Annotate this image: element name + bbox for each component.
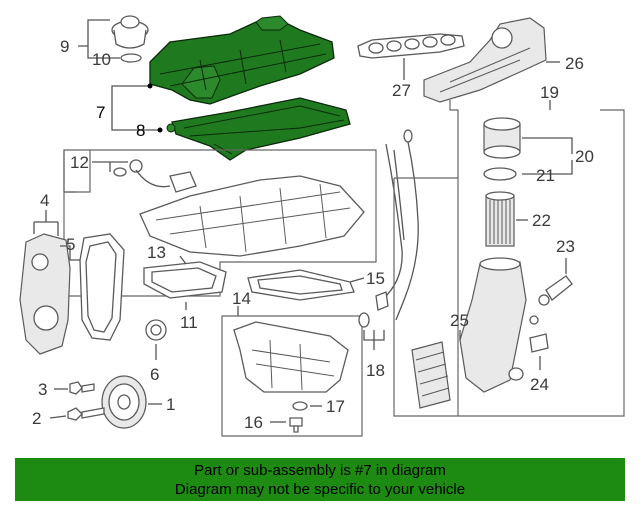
callout-6: 6 bbox=[150, 365, 159, 384]
callout-9: 9 bbox=[60, 37, 69, 56]
oil-cooler-pipe bbox=[538, 275, 573, 306]
callout-7: 7 bbox=[96, 103, 105, 122]
oil-level-sensor bbox=[113, 159, 197, 193]
callout-5: 5 bbox=[66, 235, 75, 254]
lower-pan-gasket bbox=[247, 269, 355, 301]
callout-23: 23 bbox=[556, 237, 575, 256]
crankshaft-pulley bbox=[101, 375, 147, 429]
callout-11: 11 bbox=[180, 313, 198, 332]
callout-13: 13 bbox=[147, 243, 166, 262]
valve-cover-gasket bbox=[166, 97, 351, 161]
callout-18: 18 bbox=[366, 361, 385, 380]
oil-pan-gasket bbox=[143, 261, 227, 299]
timing-cover bbox=[19, 233, 71, 355]
valve-cover-assembly bbox=[149, 15, 335, 105]
callout-25: 25 bbox=[450, 311, 469, 330]
oil-filter-cap bbox=[483, 117, 521, 159]
oil-filter-housing bbox=[459, 257, 527, 393]
info-banner: Part or sub-assembly is #7 in diagram Di… bbox=[15, 458, 625, 501]
callout-19: 19 bbox=[540, 83, 559, 102]
small-bolt bbox=[69, 381, 95, 395]
filter-cap-seal bbox=[483, 167, 517, 181]
intake-gasket bbox=[357, 33, 465, 59]
banner-line-1: Part or sub-assembly is #7 in diagram bbox=[194, 462, 446, 479]
callout-24: 24 bbox=[530, 375, 549, 394]
callout-8: 8 bbox=[136, 121, 145, 140]
drain-plug bbox=[289, 417, 303, 433]
drain-plug-washer bbox=[292, 401, 308, 411]
timing-cover-gasket bbox=[79, 233, 125, 341]
oil-filler-cap bbox=[111, 15, 149, 63]
oil-cooler bbox=[411, 341, 451, 409]
oil-filter-element bbox=[485, 191, 515, 247]
callout-26: 26 bbox=[565, 54, 584, 73]
callout-15: 15 bbox=[366, 269, 385, 288]
callout-4: 4 bbox=[40, 191, 49, 210]
callout-1: 1 bbox=[166, 395, 175, 414]
callout-21: 21 bbox=[536, 166, 555, 185]
pulley-bolt bbox=[67, 407, 105, 421]
pressure-sensor bbox=[508, 315, 549, 381]
callout-27: 27 bbox=[392, 81, 411, 100]
callout-17: 17 bbox=[326, 397, 345, 416]
crankshaft-seal bbox=[145, 319, 167, 341]
callout-14: 14 bbox=[232, 289, 251, 308]
upper-oil-pan bbox=[139, 175, 365, 257]
callout-20: 20 bbox=[575, 147, 594, 166]
banner-line-2: Diagram may not be specific to your vehi… bbox=[174, 481, 466, 498]
oil-dipstick bbox=[358, 129, 419, 328]
callout-10: 10 bbox=[92, 50, 111, 69]
callout-12: 12 bbox=[70, 153, 89, 172]
lower-oil-pan bbox=[233, 321, 349, 393]
intake-manifold bbox=[423, 17, 547, 103]
callout-16: 16 bbox=[244, 413, 263, 432]
parts-diagram: 9 10 7 8 27 26 bbox=[19, 15, 625, 437]
callout-2: 2 bbox=[32, 409, 41, 428]
callout-22: 22 bbox=[532, 211, 551, 230]
callout-3: 3 bbox=[38, 380, 47, 399]
